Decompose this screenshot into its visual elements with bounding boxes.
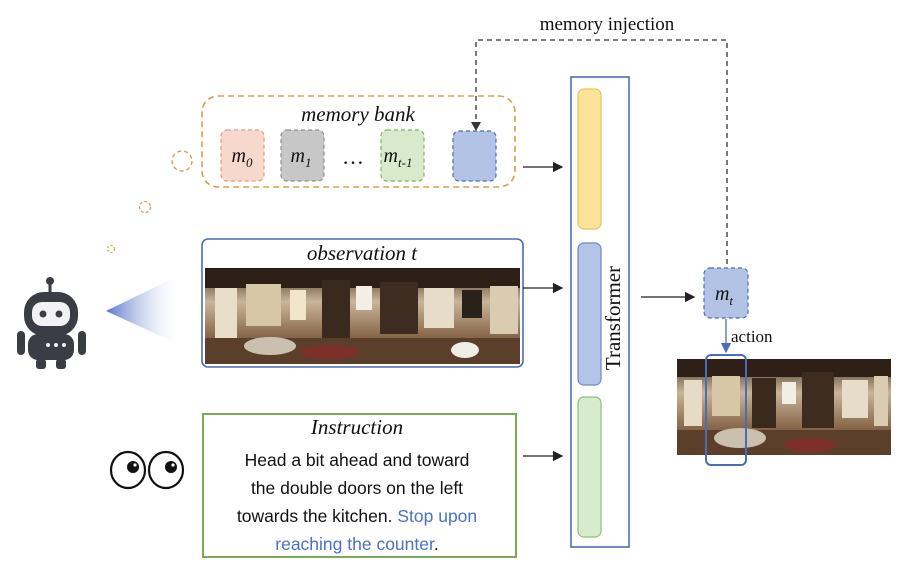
- memory-slot-m1: [280, 129, 325, 182]
- instruction-line-2: the double doors on the left: [251, 478, 463, 498]
- transformer-label: Transformer: [601, 266, 625, 370]
- observation-panorama-image: [205, 268, 520, 364]
- memory-bank-title: memory bank: [301, 102, 415, 126]
- robot-view-cone: [106, 276, 178, 344]
- instruction-line-4: reaching the counter.: [275, 534, 438, 554]
- thought-bubble-medium: [138, 200, 152, 214]
- transformer-bar-memory: [577, 88, 602, 230]
- memory-slot-m1-label: m1: [291, 145, 312, 170]
- memory-bank: memory bank m0 m1 … mt-1: [201, 95, 516, 188]
- memory-slot-injected: [452, 130, 497, 182]
- thought-bubble-large: [171, 150, 193, 172]
- transformer-bar-instruction: [577, 396, 602, 538]
- memory-injection-path: [471, 39, 728, 266]
- memory-injection-label: memory injection: [540, 14, 675, 35]
- instruction-line-1: Head a bit ahead and toward: [245, 450, 470, 470]
- robot-icon: [17, 277, 86, 369]
- eyes-icon: [109, 450, 185, 490]
- instruction-line-3: towards the kitchen. Stop upon: [237, 506, 477, 526]
- action-panorama-image: [677, 359, 891, 455]
- memory-bank-frame: [201, 95, 516, 188]
- thought-bubble-small: [106, 244, 116, 254]
- thought-bubbles: [106, 150, 193, 254]
- memory-slot-m0: [220, 129, 265, 182]
- transformer-bar-observation: [577, 242, 602, 386]
- memory-slot-mt-1-label: mt-1: [384, 145, 413, 170]
- instruction-title: Instruction: [310, 415, 403, 439]
- output-memory-token: mt: [703, 267, 749, 319]
- mt-box: [703, 267, 749, 319]
- mt-label: mt: [715, 283, 733, 308]
- observation-title: observation t: [307, 241, 418, 265]
- memory-slot-mt-1: [380, 129, 425, 182]
- memory-ellipsis: …: [342, 144, 364, 169]
- observation-panel: observation t: [201, 238, 524, 368]
- transformer-block: Transformer: [570, 76, 630, 548]
- action-label: action: [731, 327, 773, 346]
- instruction-frame: [202, 413, 517, 558]
- action-selection-box: [705, 354, 747, 466]
- instruction-panel: Instruction Head a bit ahead and toward …: [202, 413, 517, 558]
- memory-slot-m0-label: m0: [232, 145, 253, 170]
